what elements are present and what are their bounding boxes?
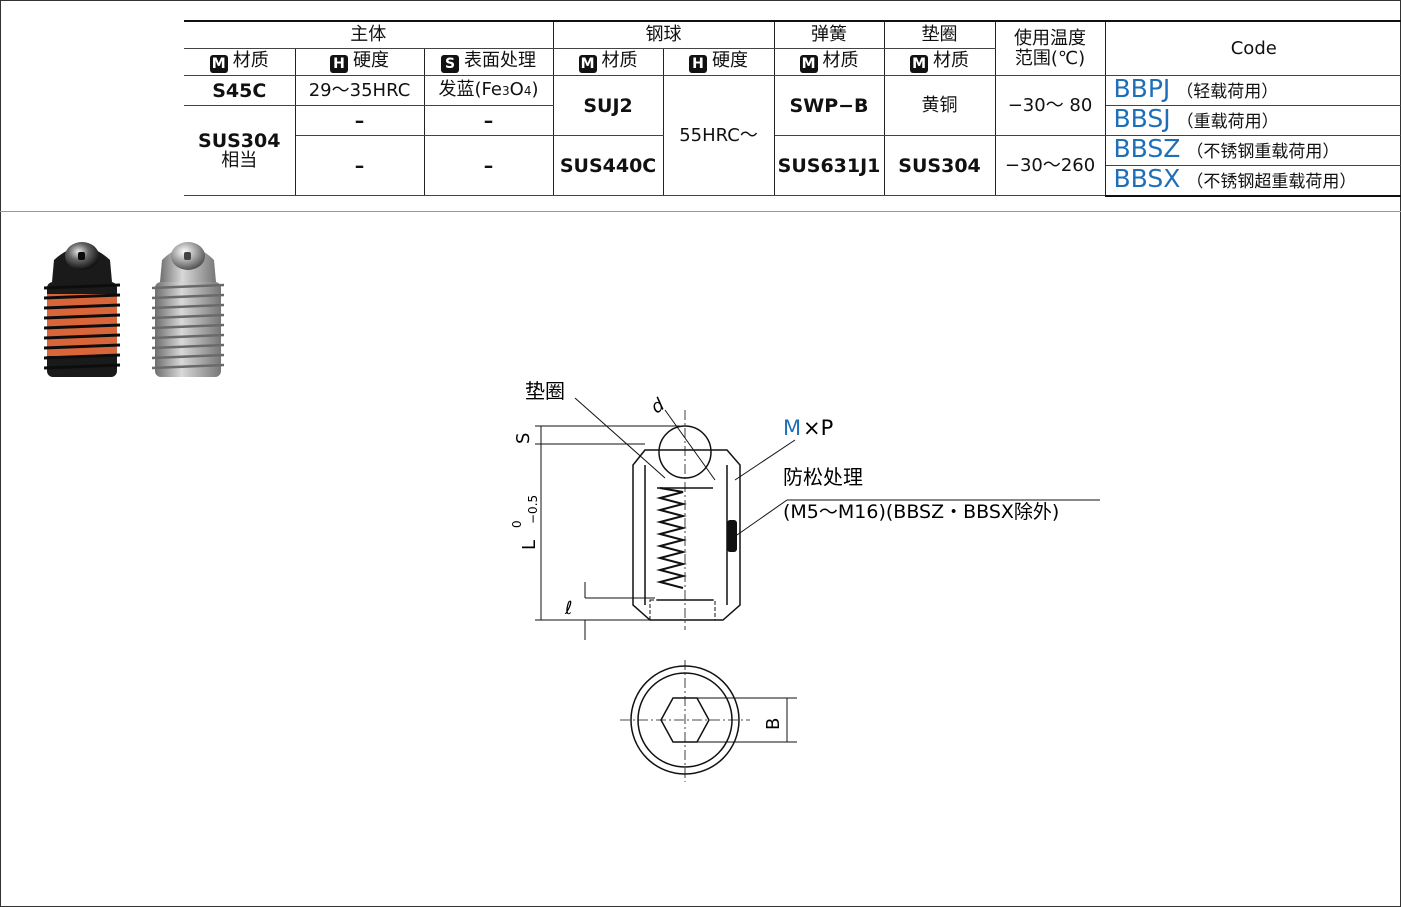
thread-lines	[151, 283, 225, 370]
header-code: Code	[1104, 20, 1401, 76]
surface-sub: 4	[523, 84, 532, 98]
mp-label-m: M	[783, 416, 801, 440]
code-desc: （不锈钢重载荷用）	[1186, 142, 1340, 162]
l-tol-lower: −0.5	[526, 495, 540, 524]
cell-temp-2: −30～260	[994, 135, 1106, 196]
code-desc: （轻载荷用）	[1176, 82, 1279, 102]
code-row-bbsj[interactable]: BBSJ（重载荷用）	[1104, 104, 1401, 136]
surface-text: O	[509, 79, 524, 100]
h-badge-icon: H	[330, 55, 348, 73]
cell-temp-1: −30～ 80	[994, 75, 1106, 136]
sub-label: 材质	[601, 50, 638, 71]
code-name[interactable]: BBSZ	[1113, 134, 1181, 163]
cell-ball-material-1: SUJ2	[552, 75, 664, 136]
cell-surface-2: –	[423, 105, 554, 136]
ball-slot	[184, 252, 191, 260]
thread-lines	[44, 283, 120, 370]
header-spring: 弹簧	[773, 20, 885, 49]
code-name[interactable]: BBPJ	[1113, 74, 1171, 103]
lock-label: 防松处理	[783, 465, 863, 489]
product-photo-black	[44, 242, 120, 377]
code-name[interactable]: BBSX	[1113, 163, 1181, 193]
body-material-2: SUS304	[198, 129, 281, 152]
cell-washer-2: SUS304	[883, 135, 996, 196]
header-washer: 垫圈	[883, 20, 996, 49]
code-name[interactable]: BBSJ	[1113, 104, 1171, 133]
s-label: S	[513, 433, 534, 444]
cell-ball-material-2: SUS440C	[552, 135, 664, 196]
m-badge-icon: M	[578, 55, 597, 73]
header-body: 主体	[184, 20, 554, 49]
code-desc: （重载荷用）	[1176, 112, 1279, 132]
m-badge-icon: M	[799, 55, 818, 73]
body-material-note: 相当	[221, 149, 258, 171]
cell-hardness-3: –	[295, 135, 425, 196]
lock-note: (M5～M16)(BBSZ・BBSX除外)	[783, 501, 1059, 523]
surface-text: )	[531, 79, 539, 100]
code-desc: （不锈钢超重载荷用）	[1186, 171, 1357, 192]
s-badge-icon: S	[441, 55, 460, 73]
section-divider	[0, 211, 1401, 212]
cell-surface-1: 发蓝(Fe3O4)	[423, 75, 554, 106]
cell-spring-2: SUS631J1	[773, 135, 885, 196]
code-row-bbpj[interactable]: BBPJ（轻载荷用）	[1104, 74, 1401, 106]
m-badge-icon: M	[910, 55, 929, 73]
cell-hardness-2: –	[294, 105, 425, 136]
cell-spring-1: SWP−B	[773, 75, 885, 136]
d-label: d	[647, 394, 669, 418]
hex-socket	[660, 697, 710, 743]
cell-washer-1: 黄铜	[883, 75, 996, 136]
cell-hardness-1: 29～35HRC	[294, 75, 425, 106]
code-row-bbsx[interactable]: BBSX（不锈钢超重载荷用）	[1105, 163, 1401, 197]
product-photo-stainless	[151, 242, 225, 377]
header-ball: 钢球	[552, 20, 775, 49]
l-label: L	[519, 540, 540, 550]
cell-body-material-1: S45C	[184, 75, 296, 106]
sub-label: 材质	[822, 50, 859, 71]
header-temp-line1: 使用温度	[1014, 27, 1087, 49]
lock-patch-mark	[727, 520, 737, 552]
l-tol-upper: 0	[510, 520, 524, 528]
sub-body-hardness: H 硬度	[294, 48, 425, 76]
h-badge-icon: H	[689, 55, 708, 73]
sub-label: 硬度	[712, 50, 749, 71]
washer-label: 垫圈	[525, 379, 565, 403]
spring-coil	[656, 487, 687, 589]
cell-ball-hardness: 55HRC～	[662, 75, 775, 196]
surface-sub: 3	[502, 84, 510, 98]
header-temp-line2: 范围(℃)	[1014, 47, 1086, 69]
top-view	[620, 660, 797, 782]
cell-surface-3: –	[423, 135, 554, 196]
hex-socket-hidden	[649, 599, 716, 621]
dimension-lines	[535, 397, 1100, 640]
sub-label: 表面处理	[464, 50, 537, 71]
ell-label: ℓ	[564, 598, 572, 619]
code-row-bbsz[interactable]: BBSZ（不锈钢重载荷用）	[1104, 134, 1401, 166]
header-temp: 使用温度 范围(℃)	[994, 20, 1106, 76]
ball-slot	[78, 252, 85, 260]
surface-text: 发蓝(Fe	[438, 79, 502, 100]
technical-drawing: 垫圈 d S L 0 −0.5 ℓ M ×P 防松处理 (M5～M16)(BBS…	[510, 379, 1100, 782]
side-view	[632, 410, 741, 630]
sub-label: 材质	[232, 50, 269, 71]
m-badge-icon: M	[209, 55, 228, 73]
b-label: B	[763, 718, 784, 730]
body-outline	[632, 449, 741, 621]
mp-label-rest: ×P	[803, 416, 833, 440]
sub-label: 硬度	[353, 50, 389, 71]
sub-label: 材质	[933, 50, 970, 71]
